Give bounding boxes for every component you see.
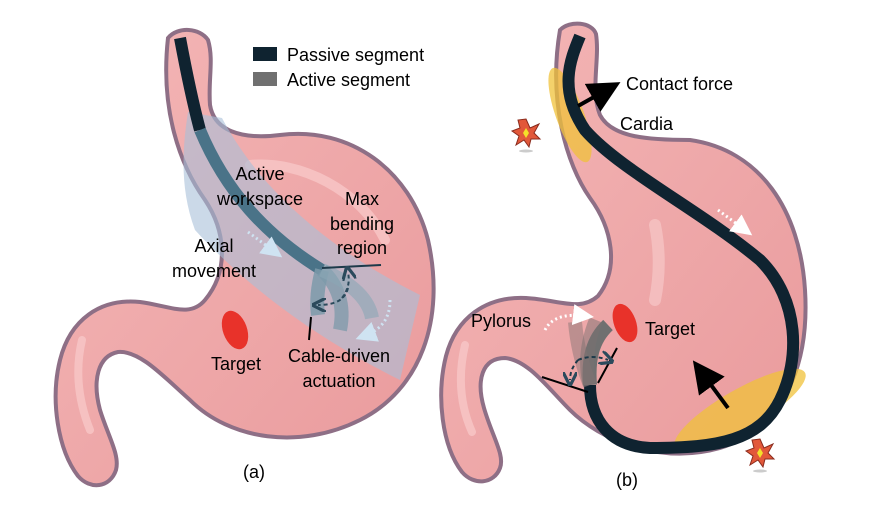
active-workspace-region bbox=[183, 112, 420, 380]
axial-movement-arrow bbox=[247, 230, 283, 258]
label-max-bending-1: Max bbox=[345, 189, 379, 209]
pylorus-direction-arrow bbox=[543, 304, 594, 331]
active-segment-bent-3 bbox=[319, 263, 379, 320]
contact-force-arrow-cardia bbox=[577, 82, 621, 112]
label-axial-1: Axial bbox=[194, 236, 233, 256]
caption-b: (b) bbox=[616, 470, 638, 490]
label-cable-2: actuation bbox=[302, 371, 375, 391]
contact-force-arrow-bottom bbox=[692, 360, 730, 410]
insertion-direction-arrow bbox=[717, 208, 753, 236]
label-active-workspace-1: Active bbox=[235, 164, 284, 184]
active-segment-a bbox=[194, 127, 326, 276]
label-target-b: Target bbox=[645, 319, 695, 339]
legend-passive-swatch bbox=[253, 47, 277, 61]
contact-zone-greater-curvature bbox=[674, 368, 806, 452]
label-pylorus: Pylorus bbox=[471, 311, 531, 331]
active-segment-b-ghost-2 bbox=[580, 317, 603, 387]
bending-arrow-b-2 bbox=[570, 359, 579, 380]
legend-active-label: Active segment bbox=[287, 70, 410, 90]
caption-a: (a) bbox=[243, 462, 265, 482]
label-max-bending-3: region bbox=[337, 238, 387, 258]
label-contact-force: Contact force bbox=[626, 74, 733, 94]
collision-burst-icon bbox=[510, 118, 542, 153]
passive-segment-b bbox=[562, 33, 800, 455]
legend-passive-label: Passive segment bbox=[287, 45, 424, 65]
label-active-workspace-2: workspace bbox=[216, 189, 303, 209]
legend-active-swatch bbox=[253, 72, 277, 86]
cable-pointer-line bbox=[308, 316, 312, 341]
label-axial-2: movement bbox=[172, 261, 256, 281]
label-max-bending-2: bending bbox=[330, 214, 394, 234]
target-b bbox=[612, 303, 638, 343]
bending-arrow-b-1 bbox=[577, 357, 608, 360]
collision-burst-icon bbox=[744, 438, 776, 473]
passive-segment-a bbox=[174, 36, 206, 132]
label-target-a: Target bbox=[211, 354, 261, 374]
panel-a: Passive segment Active segment Active wo… bbox=[53, 28, 436, 487]
panel-b: Contact force Cardia Pylorus Target (b) bbox=[439, 21, 808, 490]
target-a bbox=[221, 310, 249, 350]
label-cardia: Cardia bbox=[620, 114, 674, 134]
label-cable-1: Cable-driven bbox=[288, 346, 390, 366]
